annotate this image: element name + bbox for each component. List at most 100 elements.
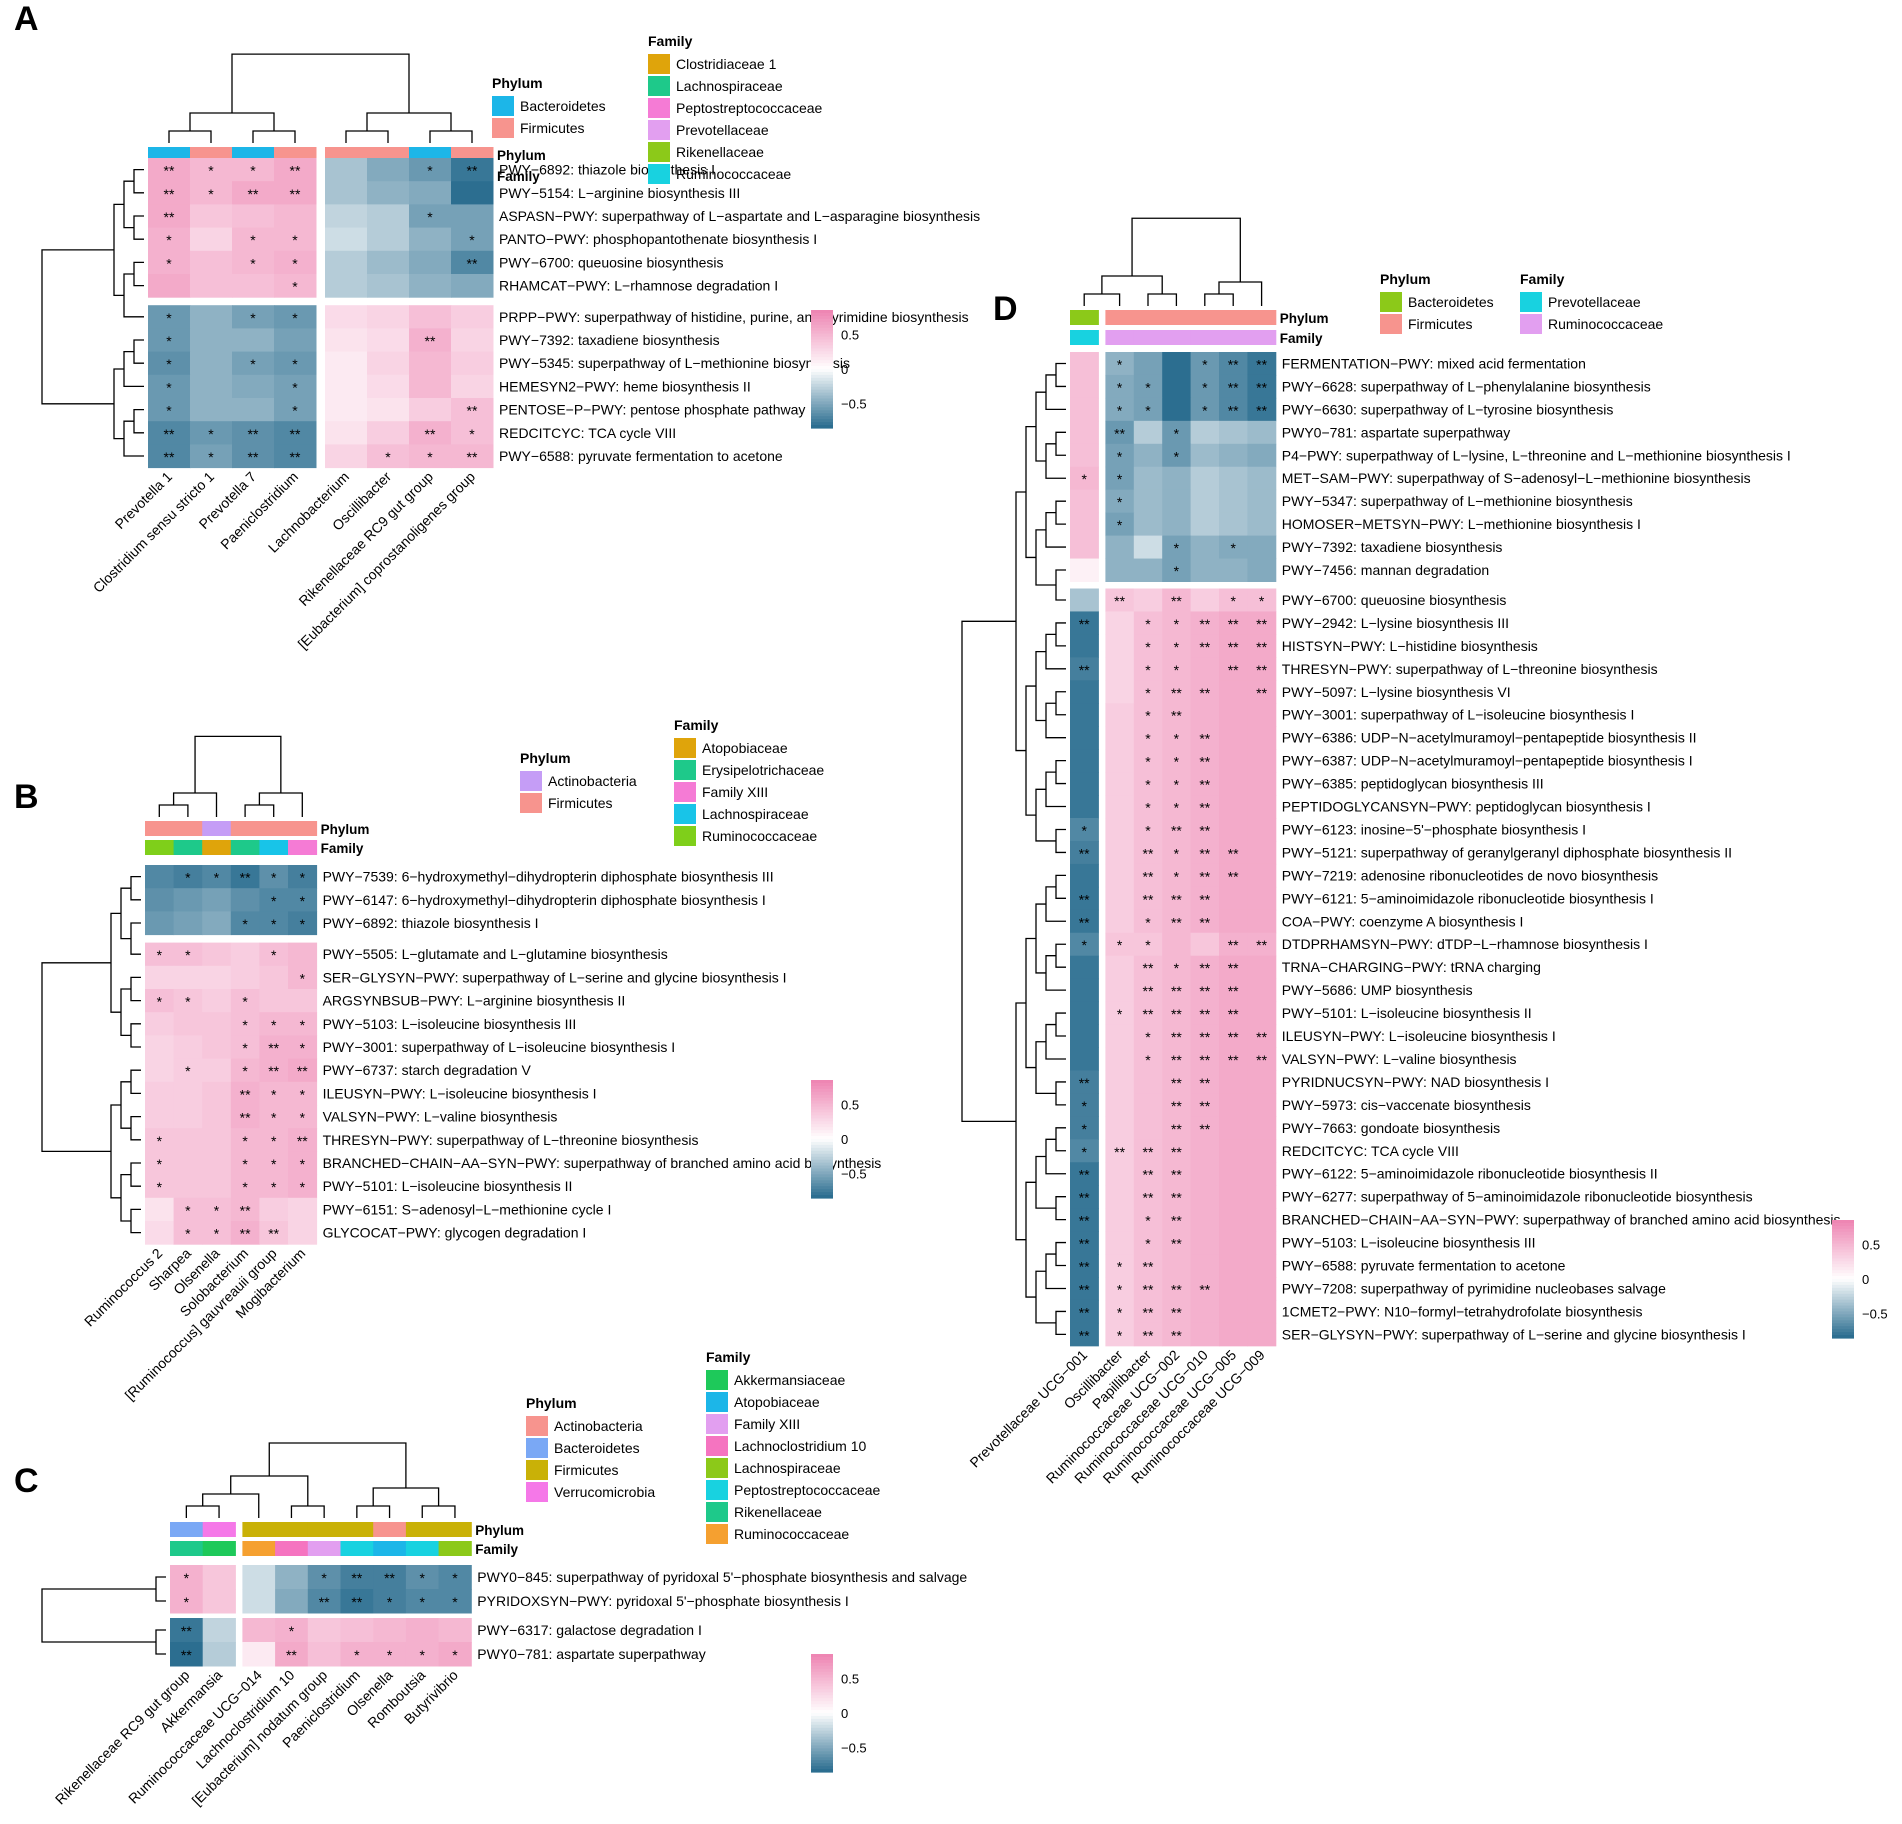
heatmap-cell	[230, 888, 260, 912]
heatmap-cell	[1070, 558, 1099, 582]
heatmap-cell	[1162, 863, 1192, 888]
heatmap-cell	[173, 942, 203, 967]
heatmap-cell	[1133, 657, 1163, 681]
significance-marker: *	[1117, 471, 1123, 487]
annotation-cell-phylum	[242, 1522, 276, 1537]
significance-marker: *	[1174, 754, 1180, 770]
annotation-label-phylum: Phylum	[321, 822, 370, 837]
row-dendrogram-branch	[1055, 1196, 1066, 1221]
heatmap-cell	[1162, 634, 1192, 658]
significance-marker: *	[185, 1226, 191, 1242]
column-dendrogram-branch	[185, 1505, 220, 1518]
significance-marker: **	[1171, 1052, 1182, 1068]
row-dendrogram-branch	[130, 1115, 141, 1141]
legend-label: Prevotellaceae	[676, 122, 769, 138]
legend-swatch	[526, 1438, 548, 1458]
column-dendrogram-branch	[268, 1442, 407, 1488]
significance-marker: *	[292, 356, 298, 372]
significance-marker: *	[242, 1179, 248, 1195]
heatmap-cell	[373, 1618, 407, 1643]
heatmap-cell	[1190, 795, 1220, 819]
significance-marker: *	[1117, 494, 1123, 510]
color-scale-segment	[1832, 1290, 1854, 1295]
significance-marker: *	[452, 1594, 458, 1610]
significance-marker: *	[420, 1594, 426, 1610]
significance-marker: *	[1145, 639, 1151, 655]
heatmap-cell	[451, 421, 494, 445]
legend-label: Erysipelotrichaceae	[702, 762, 824, 778]
heatmap-cell	[173, 1174, 203, 1199]
significance-marker: **	[1079, 1236, 1090, 1252]
heatmap-cell	[259, 911, 289, 936]
color-scale-segment	[811, 1109, 833, 1114]
row-label: COA−PWY: coenzyme A biosynthesis I	[1282, 913, 1524, 929]
heatmap-cell	[1070, 634, 1099, 658]
significance-marker: *	[1174, 540, 1180, 556]
heatmap-cell	[1190, 1139, 1220, 1163]
row-label: PWY−6123: inosine−5'−phosphate biosynthe…	[1282, 821, 1586, 837]
row-label: SER−GLYSYN−PWY: superpathway of L−serine…	[323, 969, 787, 985]
heatmap-cell	[1105, 558, 1135, 582]
significance-marker: *	[1117, 1304, 1123, 1320]
significance-marker: **	[248, 426, 259, 442]
significance-marker: *	[1174, 777, 1180, 793]
heatmap-cell	[1105, 680, 1135, 704]
significance-marker: *	[214, 1202, 220, 1218]
color-scale-tick: 0.5	[841, 1097, 859, 1112]
row-dendrogram-branch	[155, 1629, 166, 1655]
heatmap-cell	[1105, 1322, 1135, 1347]
heatmap-cell	[1190, 374, 1220, 399]
row-label: PEPTIDOGLYCANSYN−PWY: peptidoglycan bios…	[1282, 799, 1651, 815]
heatmap-cell	[1133, 489, 1163, 514]
color-scale-segment	[1832, 1231, 1854, 1236]
color-scale-segment	[811, 360, 833, 364]
heatmap-cell	[230, 1128, 260, 1152]
legend-swatch	[706, 1436, 728, 1456]
significance-marker: *	[321, 1570, 327, 1586]
annotation-cell-phylum	[202, 1522, 236, 1537]
row-label: PWY−6147: 6−hydroxymethyl−dihydropterin …	[323, 892, 766, 908]
significance-marker: *	[271, 1156, 277, 1172]
color-scale-segment	[811, 1165, 833, 1170]
heatmap-cell	[274, 274, 317, 298]
row-label: PWY−7208: superpathway of pyrimidine nuc…	[1282, 1280, 1666, 1296]
row-dendrogram-branch	[110, 1104, 121, 1199]
heatmap-cell	[1247, 1162, 1277, 1186]
legend-label: Peptostreptococcaceae	[676, 100, 823, 116]
heatmap-cell	[325, 421, 368, 445]
heatmap-cell	[145, 1012, 175, 1036]
significance-marker: *	[250, 310, 256, 326]
heatmap-cell	[1070, 1322, 1099, 1347]
row-dendrogram-branch	[1025, 1181, 1036, 1298]
significance-marker: **	[1199, 777, 1210, 793]
row-label: PWY−6151: S−adenosyl−L−methionine cycle …	[323, 1201, 612, 1217]
heatmap-cell	[1247, 634, 1277, 658]
significance-marker: *	[1174, 662, 1180, 678]
heatmap-cell	[1133, 1322, 1163, 1347]
heatmap-cell	[1219, 1322, 1248, 1347]
significance-marker: **	[1143, 1259, 1154, 1275]
color-scale-segment	[811, 1121, 833, 1125]
heatmap-cell	[1105, 420, 1135, 445]
row-dendrogram-branch	[1055, 943, 1066, 968]
significance-marker: **	[1143, 983, 1154, 999]
significance-marker: **	[1171, 1075, 1182, 1091]
row-dendrogram-branch	[1025, 685, 1036, 816]
row-dendrogram-branch	[1055, 1127, 1066, 1152]
heatmap-cell	[259, 965, 289, 990]
significance-marker: *	[1117, 937, 1123, 953]
annotation-label-family: Family	[497, 169, 540, 184]
heatmap-cell	[173, 1035, 203, 1060]
heatmap-cell	[190, 398, 233, 422]
heatmap-cell	[1247, 1139, 1277, 1163]
annotation-cell-family	[202, 1541, 236, 1556]
row-dendrogram-branch	[133, 168, 144, 194]
color-scale-segment	[811, 1147, 833, 1152]
legend-swatch	[674, 760, 696, 780]
heatmap-cell	[1162, 703, 1192, 727]
significance-marker: **	[286, 1647, 297, 1663]
heatmap-cell	[173, 911, 203, 936]
heatmap-cell	[1133, 1277, 1163, 1301]
heatmap-cell	[1247, 818, 1277, 842]
significance-marker: **	[1143, 1304, 1154, 1320]
